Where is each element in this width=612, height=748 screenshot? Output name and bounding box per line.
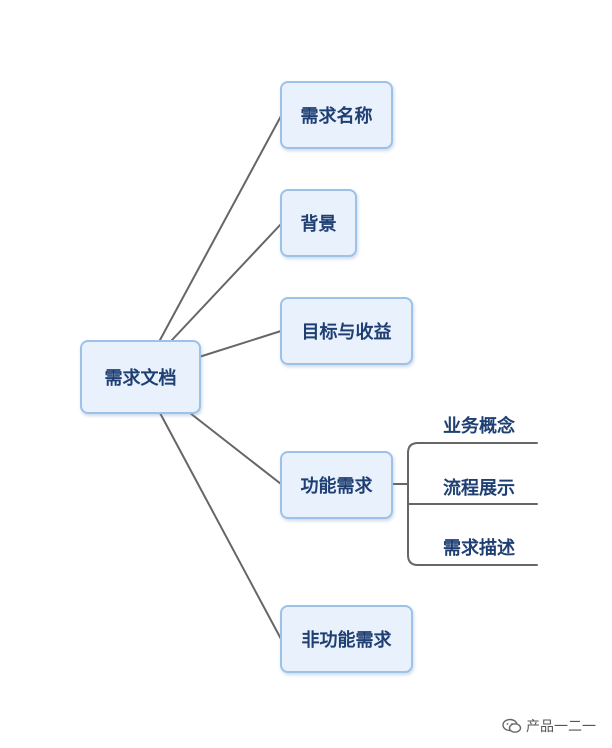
- branch-node-background[interactable]: 背景: [280, 189, 357, 257]
- connector-root-to-nonfunctional: [159, 412, 282, 640]
- watermark-text: 产品一二一: [526, 719, 596, 735]
- branch-node-label: 功能需求: [300, 476, 373, 497]
- leaf-business-concept[interactable]: 业务概念: [443, 416, 515, 437]
- branch-node-goals[interactable]: 目标与收益: [280, 297, 413, 365]
- branch-node-label: 目标与收益: [301, 322, 392, 343]
- branch-node-requirement-name[interactable]: 需求名称: [280, 81, 393, 149]
- root-node[interactable]: 需求文档: [80, 340, 201, 414]
- branch-node-functional[interactable]: 功能需求: [280, 451, 393, 519]
- branch-node-label: 需求名称: [300, 106, 373, 127]
- connector-root-to-functional: [189, 412, 282, 485]
- root-node-label: 需求文档: [104, 368, 177, 389]
- connector-root-to-goals: [198, 330, 282, 358]
- branch-node-label: 背景: [300, 214, 337, 235]
- leaf-requirement-description[interactable]: 需求描述: [443, 538, 515, 559]
- leaf-process-display[interactable]: 流程展示: [443, 478, 515, 499]
- connector-root-to-background: [171, 223, 282, 341]
- wechat-icon: [502, 718, 522, 733]
- watermark: 产品一二一: [502, 716, 596, 736]
- branch-node-nonfunctional[interactable]: 非功能需求: [280, 605, 413, 673]
- branch-node-label: 非功能需求: [301, 630, 392, 651]
- connector-root-to-name: [159, 115, 282, 341]
